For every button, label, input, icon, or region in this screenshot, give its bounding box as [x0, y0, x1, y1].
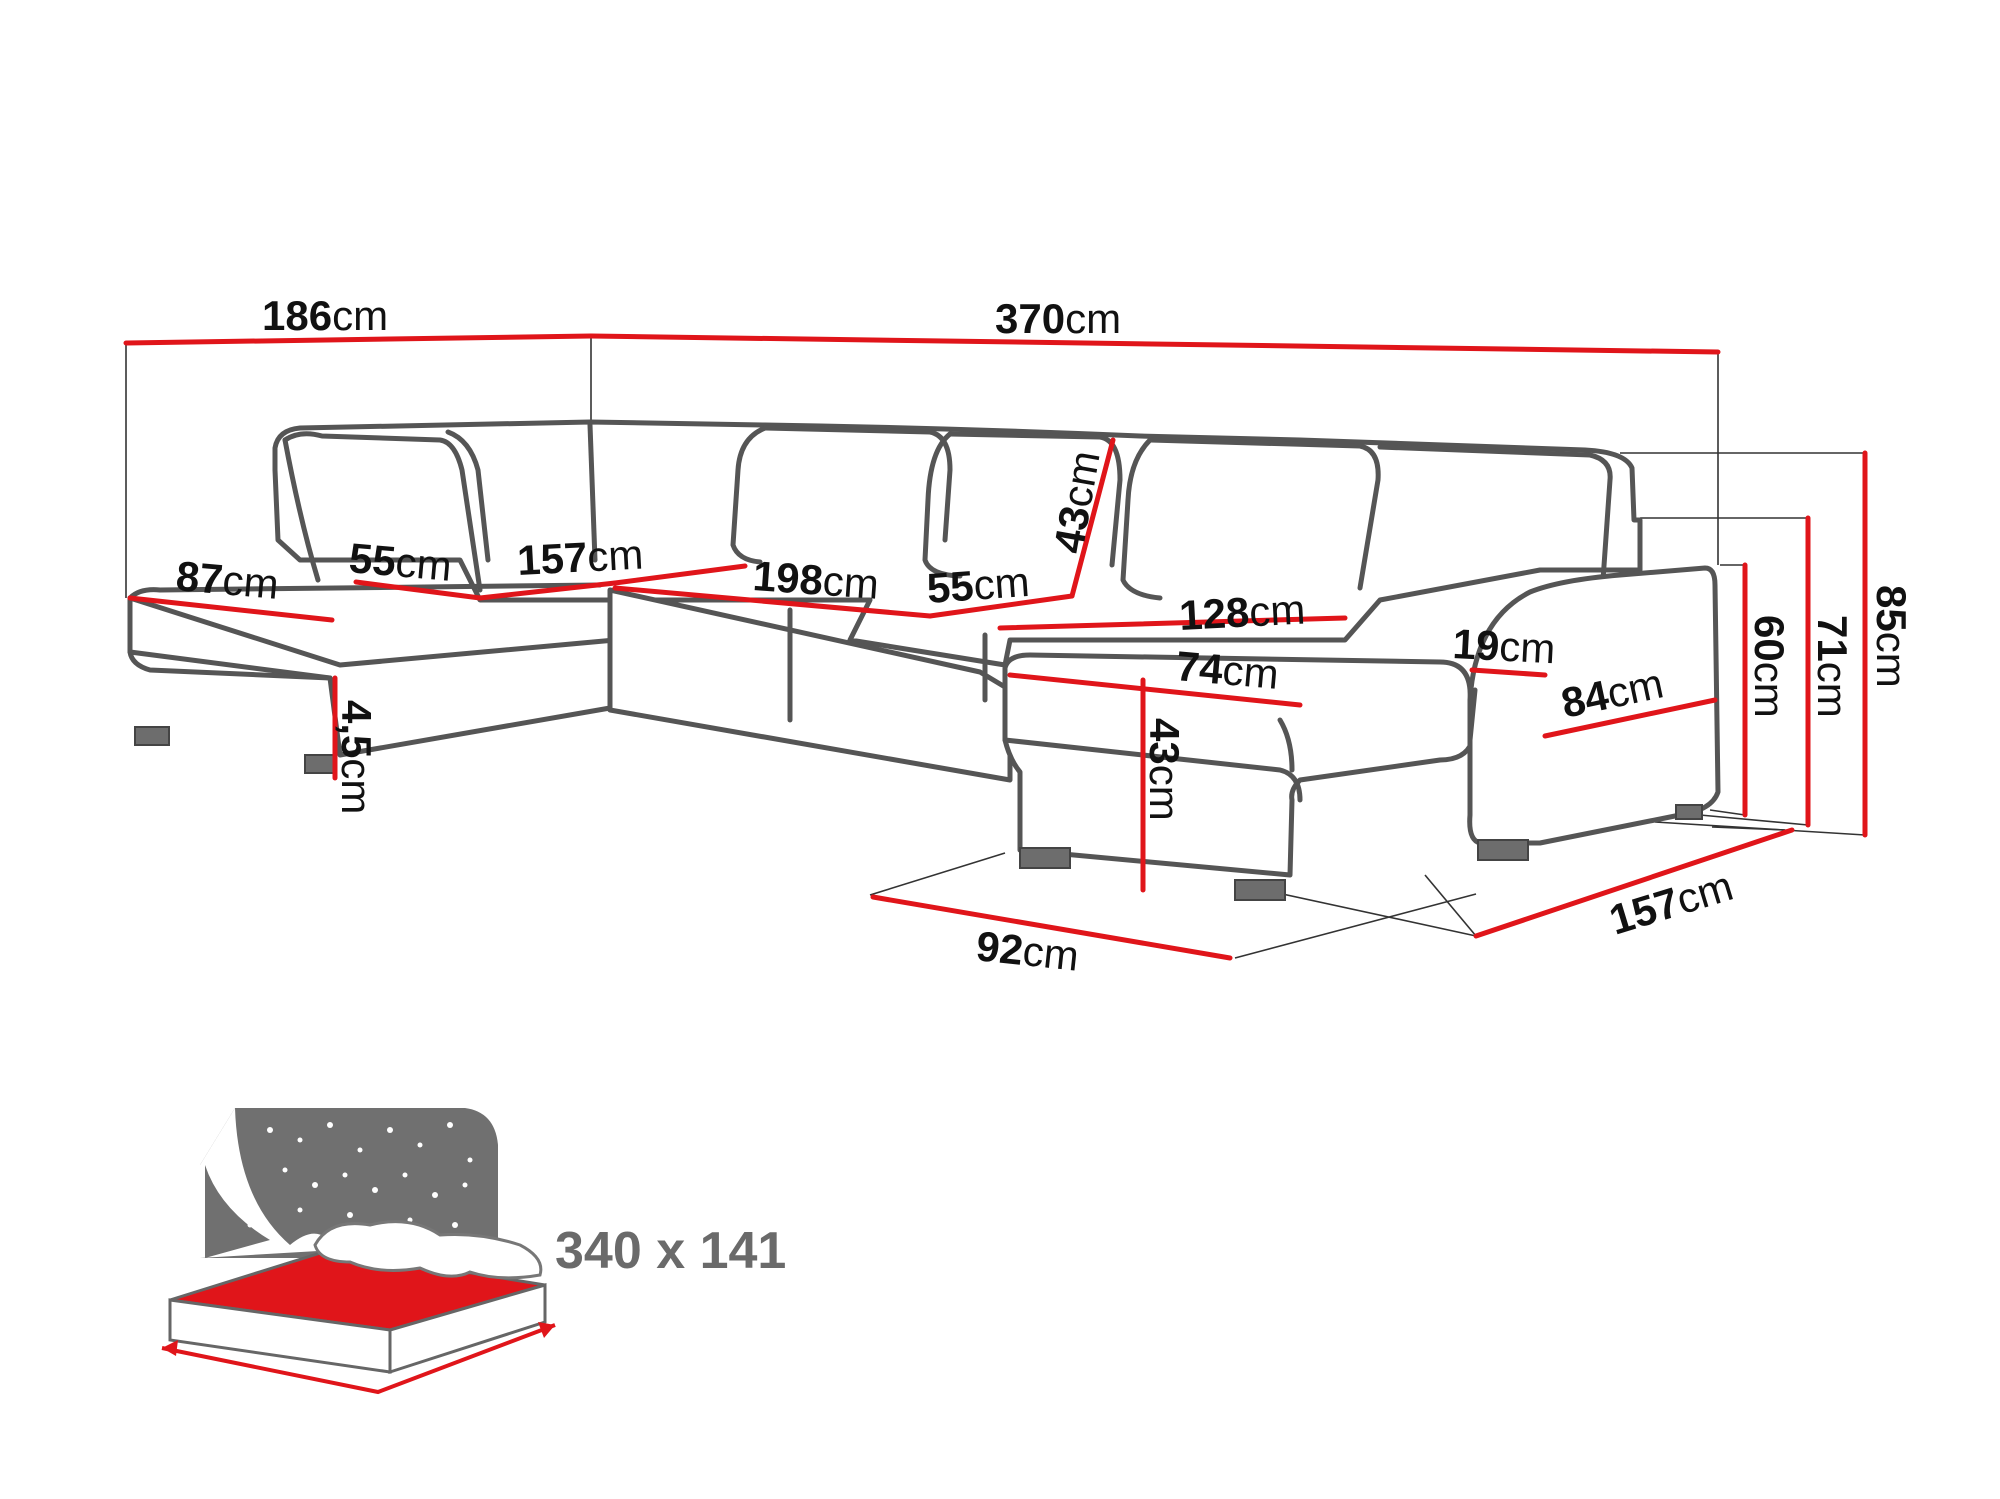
dim-128: 128cm — [1178, 585, 1306, 639]
guide-lines — [125, 336, 1866, 959]
sofa-back — [272, 419, 1643, 668]
dim-186: 186cm — [262, 292, 388, 339]
bed-icon: 340 x 141 — [161, 1108, 786, 1395]
dim-85: 85cm — [1868, 585, 1915, 688]
dim-84: 84cm — [1557, 659, 1667, 726]
dim-157-corner: 157cm — [516, 530, 644, 584]
leg-left-back — [304, 754, 336, 774]
dimension-labels: 186cm 370cm 87cm 55cm 157cm 198cm 55cm 4… — [174, 292, 1915, 980]
dim-43-back: 43cm — [1045, 447, 1109, 556]
sleeping-area-size: 340 x 141 — [555, 1222, 786, 1280]
leg-arm-front — [1477, 839, 1529, 861]
dim-43-seat: 43cm — [1141, 718, 1188, 821]
dim-87: 87cm — [174, 552, 280, 608]
stars-icon — [227, 1122, 473, 1228]
dim-92: 92cm — [974, 922, 1081, 979]
dim-19: 19cm — [1452, 620, 1557, 672]
sofa-outline — [127, 419, 1721, 878]
dim-157-depth: 157cm — [1604, 862, 1738, 944]
right-armrest — [1467, 565, 1721, 846]
dim-4-5: 4,5cm — [333, 700, 380, 814]
leg-chaise-front — [1019, 847, 1071, 869]
measurement-lines — [123, 333, 1868, 961]
dim-55-mid: 55cm — [925, 558, 1031, 612]
dim-198: 198cm — [751, 552, 880, 608]
sofa-legs — [134, 726, 1703, 901]
dim-55-left: 55cm — [347, 534, 453, 590]
dim-74: 74cm — [1174, 642, 1280, 698]
leg-left-front — [134, 726, 170, 746]
dim-370: 370cm — [995, 295, 1121, 342]
leg-chaise-back — [1234, 879, 1286, 901]
dim-71: 71cm — [1809, 615, 1856, 718]
dim-60: 60cm — [1746, 615, 1793, 718]
leg-arm-back — [1675, 804, 1703, 820]
night-sky-icon — [200, 1108, 498, 1258]
